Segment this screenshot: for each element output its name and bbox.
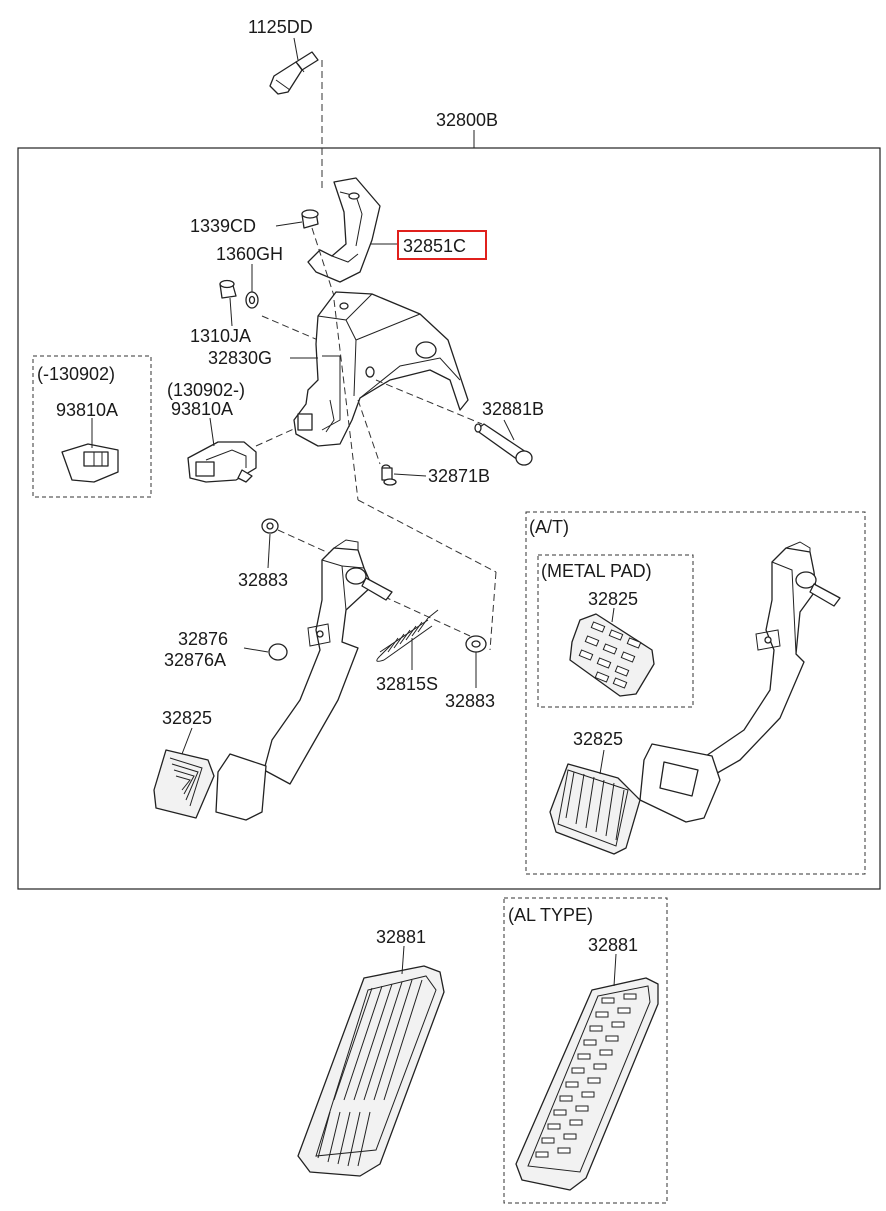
group-box-before-130902	[32, 355, 152, 498]
group-box-al-type	[503, 897, 668, 1204]
label-93810a-old[interactable]: 93810A	[56, 400, 118, 420]
bushing-32883-bottom	[465, 635, 487, 653]
label-32851c[interactable]: 32851C	[403, 236, 466, 256]
group-label-before-130902: (-130902)	[37, 364, 115, 384]
metal-pad-32825	[569, 613, 655, 697]
group-label-metal-pad: (METAL PAD)	[541, 561, 652, 581]
stop-switch-93810a-new	[187, 441, 257, 483]
accelerator-pad-al-32881	[515, 977, 659, 1191]
bolt-32871b	[381, 464, 397, 486]
at-pedal-pad-32825	[549, 763, 641, 855]
label-1310ja[interactable]: 1310JA	[190, 326, 251, 346]
pedal-pad-32825	[153, 749, 215, 819]
stop-switch-93810a-old	[61, 443, 119, 483]
at-pedal-foot	[639, 743, 721, 823]
label-32876[interactable]: 32876	[178, 629, 228, 649]
bracket-32851c	[307, 177, 381, 283]
label-32883-bottom[interactable]: 32883	[445, 691, 495, 711]
washer-1360gh	[245, 291, 259, 309]
label-1339cd[interactable]: 1339CD	[190, 216, 256, 236]
pedal-foot	[215, 753, 267, 821]
group-label-at: (A/T)	[529, 517, 569, 537]
at-brake-pedal-arm	[699, 541, 841, 777]
label-32881-al[interactable]: 32881	[588, 935, 638, 955]
highlight-box-32851c	[397, 230, 487, 260]
pin-32881b	[474, 423, 533, 466]
label-32830g[interactable]: 32830G	[208, 348, 272, 368]
label-32883-top[interactable]: 32883	[238, 570, 288, 590]
label-32871b[interactable]: 32871B	[428, 466, 490, 486]
label-32825-left[interactable]: 32825	[162, 708, 212, 728]
group-box-metal-pad	[537, 554, 694, 708]
label-1360gh[interactable]: 1360GH	[216, 244, 283, 264]
bolt-1125dd	[269, 51, 319, 95]
group-box-at	[525, 511, 866, 875]
bracket-32830g	[293, 291, 469, 447]
bushing-32883-top	[261, 518, 279, 534]
group-label-al-type: (AL TYPE)	[508, 905, 593, 925]
accelerator-pad-32881	[297, 965, 445, 1177]
assembly-frame-32800b	[17, 147, 881, 890]
label-32881-std[interactable]: 32881	[376, 927, 426, 947]
label-1125dd[interactable]: 1125DD	[248, 17, 313, 37]
label-32881b[interactable]: 32881B	[482, 399, 544, 419]
group-label-after-130902: (130902-)	[167, 380, 245, 400]
label-32825-at[interactable]: 32825	[573, 729, 623, 749]
label-32815s[interactable]: 32815S	[376, 674, 438, 694]
label-32800b[interactable]: 32800B	[436, 110, 498, 130]
nut-1310ja	[219, 279, 237, 299]
grommet-32876	[268, 643, 288, 661]
label-32825-metal[interactable]: 32825	[588, 589, 638, 609]
nut-1339cd	[301, 209, 319, 229]
label-32876a[interactable]: 32876A	[164, 650, 226, 670]
brake-pedal-arm	[263, 539, 393, 785]
return-spring-32815s	[376, 609, 439, 662]
label-93810a-new[interactable]: 93810A	[171, 399, 233, 419]
